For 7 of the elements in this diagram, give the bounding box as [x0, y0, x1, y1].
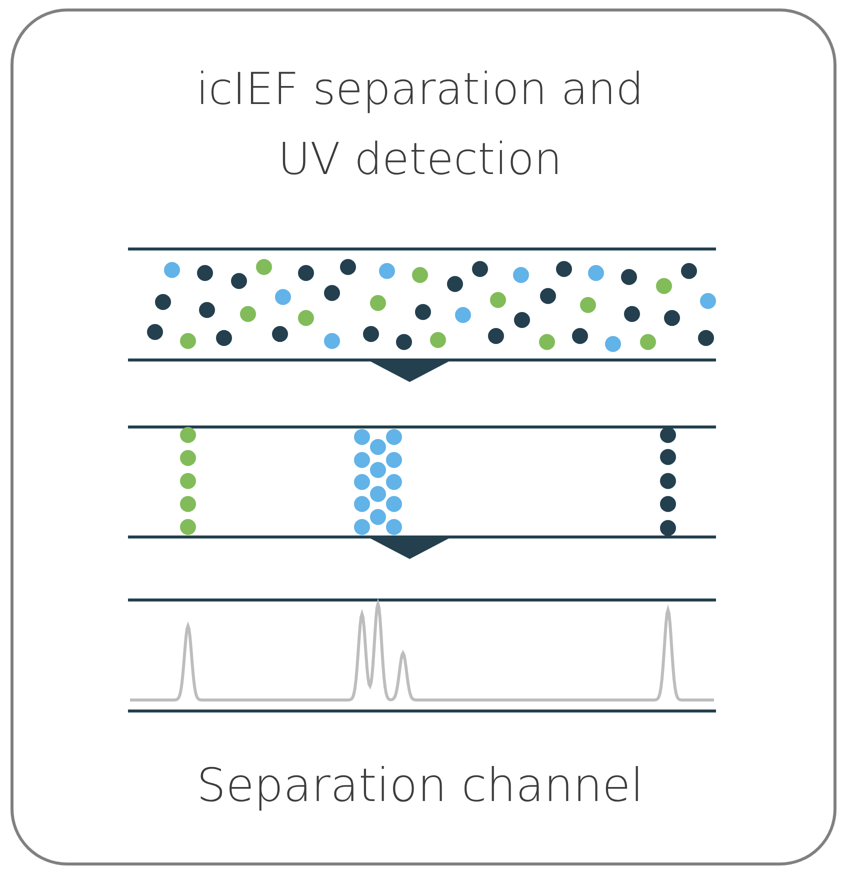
title: icIEF separation and UV detection [195, 63, 645, 187]
caption-text: Separation channel [196, 757, 644, 814]
down-arrow [370, 538, 450, 559]
channel-drawing [128, 425, 716, 539]
down-arrow [370, 361, 450, 382]
channel-drawing [128, 247, 716, 362]
channel-drawing [128, 598, 716, 713]
